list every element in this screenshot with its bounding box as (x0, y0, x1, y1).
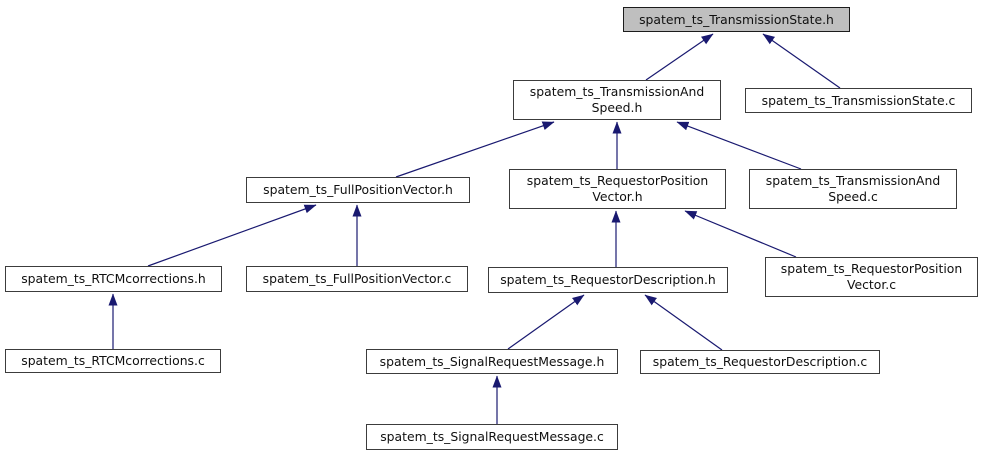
node-label: spatem_ts_RequestorDescription.h (500, 272, 716, 287)
graph-node-transmission_state_h: spatem_ts_TransmissionState.h (623, 7, 850, 32)
node-label: spatem_ts_FullPositionVector.c (262, 271, 452, 286)
node-label: spatem_ts_RequestorPosition (526, 173, 709, 188)
node-label: spatem_ts_TransmissionAnd (765, 173, 941, 188)
node-label: Speed.c (828, 189, 878, 204)
node-label: spatem_ts_RTCMcorrections.h (21, 271, 206, 286)
include-edge-transmission_state_c-to-transmission_state_h (762, 33, 841, 89)
include-edge-requestor_position_vector_c-to-requestor_position_vector_h (684, 210, 797, 258)
include-edge-signal_request_message_h-to-requestor_description_h (507, 294, 585, 350)
graph-node-full_position_vector_c[interactable]: spatem_ts_FullPositionVector.c (246, 266, 468, 292)
include-edge-transmission_and_speed_c-to-transmission_and_speed_h (676, 121, 802, 170)
node-label: Speed.h (591, 100, 643, 115)
include-edge-requestor_description_c-to-requestor_description_h (644, 294, 723, 351)
node-label: spatem_ts_FullPositionVector.h (263, 182, 453, 197)
graph-node-requestor_description_c[interactable]: spatem_ts_RequestorDescription.c (640, 350, 880, 374)
graph-node-full_position_vector_h[interactable]: spatem_ts_FullPositionVector.h (246, 177, 470, 203)
node-label: Vector.h (592, 189, 643, 204)
node-label: spatem_ts_SignalRequestMessage.c (380, 429, 604, 444)
graph-node-signal_request_message_h[interactable]: spatem_ts_SignalRequestMessage.h (366, 349, 618, 374)
node-label: spatem_ts_RTCMcorrections.c (21, 353, 205, 368)
node-label: spatem_ts_RequestorPosition (780, 261, 963, 276)
graph-node-transmission_state_c[interactable]: spatem_ts_TransmissionState.c (745, 88, 972, 113)
node-label: spatem_ts_RequestorDescription.c (652, 354, 868, 369)
graph-node-rtcm_corrections_h[interactable]: spatem_ts_RTCMcorrections.h (5, 266, 222, 292)
node-label: spatem_ts_TransmissionAnd (529, 84, 705, 99)
node-label: spatem_ts_TransmissionState.h (639, 11, 834, 27)
include-edge-transmission_and_speed_h-to-transmission_state_h (645, 33, 714, 81)
node-label: spatem_ts_SignalRequestMessage.h (379, 353, 605, 369)
graph-node-signal_request_message_c[interactable]: spatem_ts_SignalRequestMessage.c (366, 424, 618, 450)
graph-node-rtcm_corrections_c[interactable]: spatem_ts_RTCMcorrections.c (5, 349, 221, 373)
include-edge-rtcm_corrections_h-to-full_position_vector_h (147, 204, 317, 267)
node-label: spatem_ts_TransmissionState.c (761, 92, 956, 108)
node-label: Vector.c (846, 277, 897, 292)
graph-node-requestor_description_h[interactable]: spatem_ts_RequestorDescription.h (488, 267, 728, 293)
